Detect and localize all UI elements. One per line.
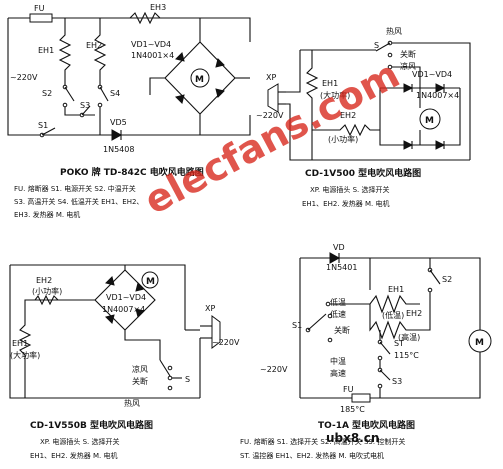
label-eh1-note-3: (大功率) [10, 350, 40, 360]
label-motor-3: M [146, 277, 155, 287]
label-s2-4: S2 [442, 275, 452, 284]
label-s4: S4 [110, 89, 120, 98]
label-eh3: EH3 [150, 3, 166, 12]
label-fu-temp: 185°C [340, 405, 365, 414]
title-panel3: CD-1V550B 型电吹风电路图 [30, 419, 153, 431]
diode-vd-symbol [329, 252, 341, 264]
panel-cd1v550b: M EH2 (小功率) VD1~VD4 1N4007×4 EH1 (大功率) X… [9, 264, 240, 460]
label-vd: VD [333, 243, 345, 252]
legend-panel4-line2: ST. 温控器 EH1、EH2. 发热器 M. 电吹式电机 [240, 451, 384, 460]
label-bridge-part-2: 1N4007×4 [416, 91, 459, 100]
label-fu: FU [34, 4, 45, 13]
label-eh2-note-3: (小功率) [32, 286, 62, 296]
label-eh2: EH2 [86, 41, 102, 50]
label-hot-3: 热风 [124, 398, 140, 408]
label-bridge-part-3: 1N4007×4 [102, 305, 145, 314]
label-eh1-note-4: (低温) [382, 310, 404, 320]
legend-panel1-line2: S3. 高温开关 S4. 低温开关 EH1、EH2、 [14, 197, 143, 206]
label-low: 低温 [330, 297, 346, 307]
label-eh1-3: EH1 [12, 339, 28, 348]
label-off-4: 关断 [334, 325, 350, 335]
label-bridge-3: VD1~VD4 [106, 293, 146, 302]
title-panel2: CD-1V500 型电吹风电路图 [305, 167, 421, 179]
legend-panel3-line2: EH1、EH2. 发热器 M. 电机 [30, 451, 117, 460]
label-eh1-2: EH1 [322, 79, 338, 88]
heater-eh3-symbol [129, 11, 161, 25]
label-xp-2: XP [266, 73, 276, 82]
fuse-fu-symbol [29, 13, 53, 23]
label-s3: S3 [80, 101, 90, 110]
label-st-temp: 115°C [394, 351, 419, 360]
label-low-speed: 低速 [330, 309, 346, 319]
plug-xp-symbol [267, 83, 279, 113]
legend-panel2-line2: EH1、EH2. 发热器 M. 电机 [302, 199, 389, 208]
legend-panel3-line1: XP. 电源插头 S. 选择开关 [40, 437, 120, 446]
label-mains: ~220V [10, 73, 38, 82]
label-s3-4: S3 [392, 377, 402, 386]
label-st: ST [394, 339, 404, 348]
motor-m-symbol-4 [468, 329, 492, 353]
plug-xp-symbol-3 [211, 315, 221, 349]
label-mains-2: ~220V [256, 111, 284, 120]
label-mid: 中温 [330, 356, 346, 366]
label-eh2-3: EH2 [36, 276, 52, 285]
label-eh1: EH1 [38, 46, 54, 55]
label-s1: S1 [38, 121, 48, 130]
motor-m-symbol [190, 68, 210, 88]
motor-m-symbol-2 [419, 108, 441, 130]
label-cool-2: 凉风 [400, 61, 416, 71]
label-bridge-part: 1N4001×4 [131, 51, 174, 60]
title-panel1: POKO 牌 TD-842C 电吹风电路图 [60, 166, 204, 178]
label-s2: S2 [42, 89, 52, 98]
label-high-speed: 高速 [330, 368, 346, 378]
label-vd5: VD5 [110, 118, 127, 127]
panel-to1a: VD 1N5401 S1 低温 低速 关断 中温 高速 ~220V EH1 (低… [240, 243, 492, 460]
label-eh1-note-2: (大功率) [320, 90, 350, 100]
title-panel4: TO-1A 型电吹风电路图 [318, 419, 415, 431]
label-s-2: S [374, 41, 379, 50]
label-vd-part: 1N5401 [326, 263, 357, 272]
legend-panel4-line1: FU. 熔断器 S1. 选择开关 S2. 高温开关 S3. 控制开关 [240, 437, 405, 446]
legend-panel1-line3: EH3. 发热器 M. 电机 [14, 210, 80, 219]
label-bridge-2: VD1~VD4 [412, 70, 452, 79]
label-s1-4: S1 [292, 321, 302, 330]
label-fu-4: FU [343, 385, 354, 394]
label-eh2-2: EH2 [340, 111, 356, 120]
diode-vd5-symbol [111, 129, 123, 141]
label-mains-3: ~220V [212, 338, 240, 347]
label-eh2-4: EH2 [406, 309, 422, 318]
label-hot-2: 热风 [386, 26, 402, 36]
label-mains-4: ~220V [260, 365, 288, 374]
label-xp-3: XP [205, 304, 215, 313]
legend-panel1-line1: FU. 熔断器 S1. 电源开关 S2. 中温开关 [14, 184, 136, 193]
motor-m-symbol-3 [141, 271, 159, 289]
fuse-fu-symbol-4 [351, 393, 371, 403]
label-motor-2: M [425, 116, 434, 126]
panel-cd1v500: 热风 S 关断 凉风 XP ~220V EH1 (大功率) EH2 (小功率) [256, 26, 471, 208]
label-motor-1: M [195, 75, 204, 85]
label-s-3: S [185, 375, 190, 384]
panel-poko-td842c: FU EH3 ~220V EH1 S2 EH2 S4 S3 S1 [7, 3, 251, 219]
label-eh1-4: EH1 [388, 285, 404, 294]
label-eh2-note-2: (小功率) [328, 134, 358, 144]
label-off-3: 关断 [132, 376, 148, 386]
label-motor-4: M [475, 338, 484, 348]
label-vd5-part: 1N5408 [103, 145, 134, 154]
label-off-2: 关断 [400, 49, 416, 59]
label-bridge: VD1~VD4 [131, 40, 171, 49]
legend-panel2-line1: XP. 电源插头 S. 选择开关 [310, 185, 390, 194]
footer-site-mark: ubx8.cn [326, 431, 379, 445]
label-eh2-note-4: (高温) [398, 332, 420, 342]
label-cool-3: 凉风 [132, 364, 148, 374]
